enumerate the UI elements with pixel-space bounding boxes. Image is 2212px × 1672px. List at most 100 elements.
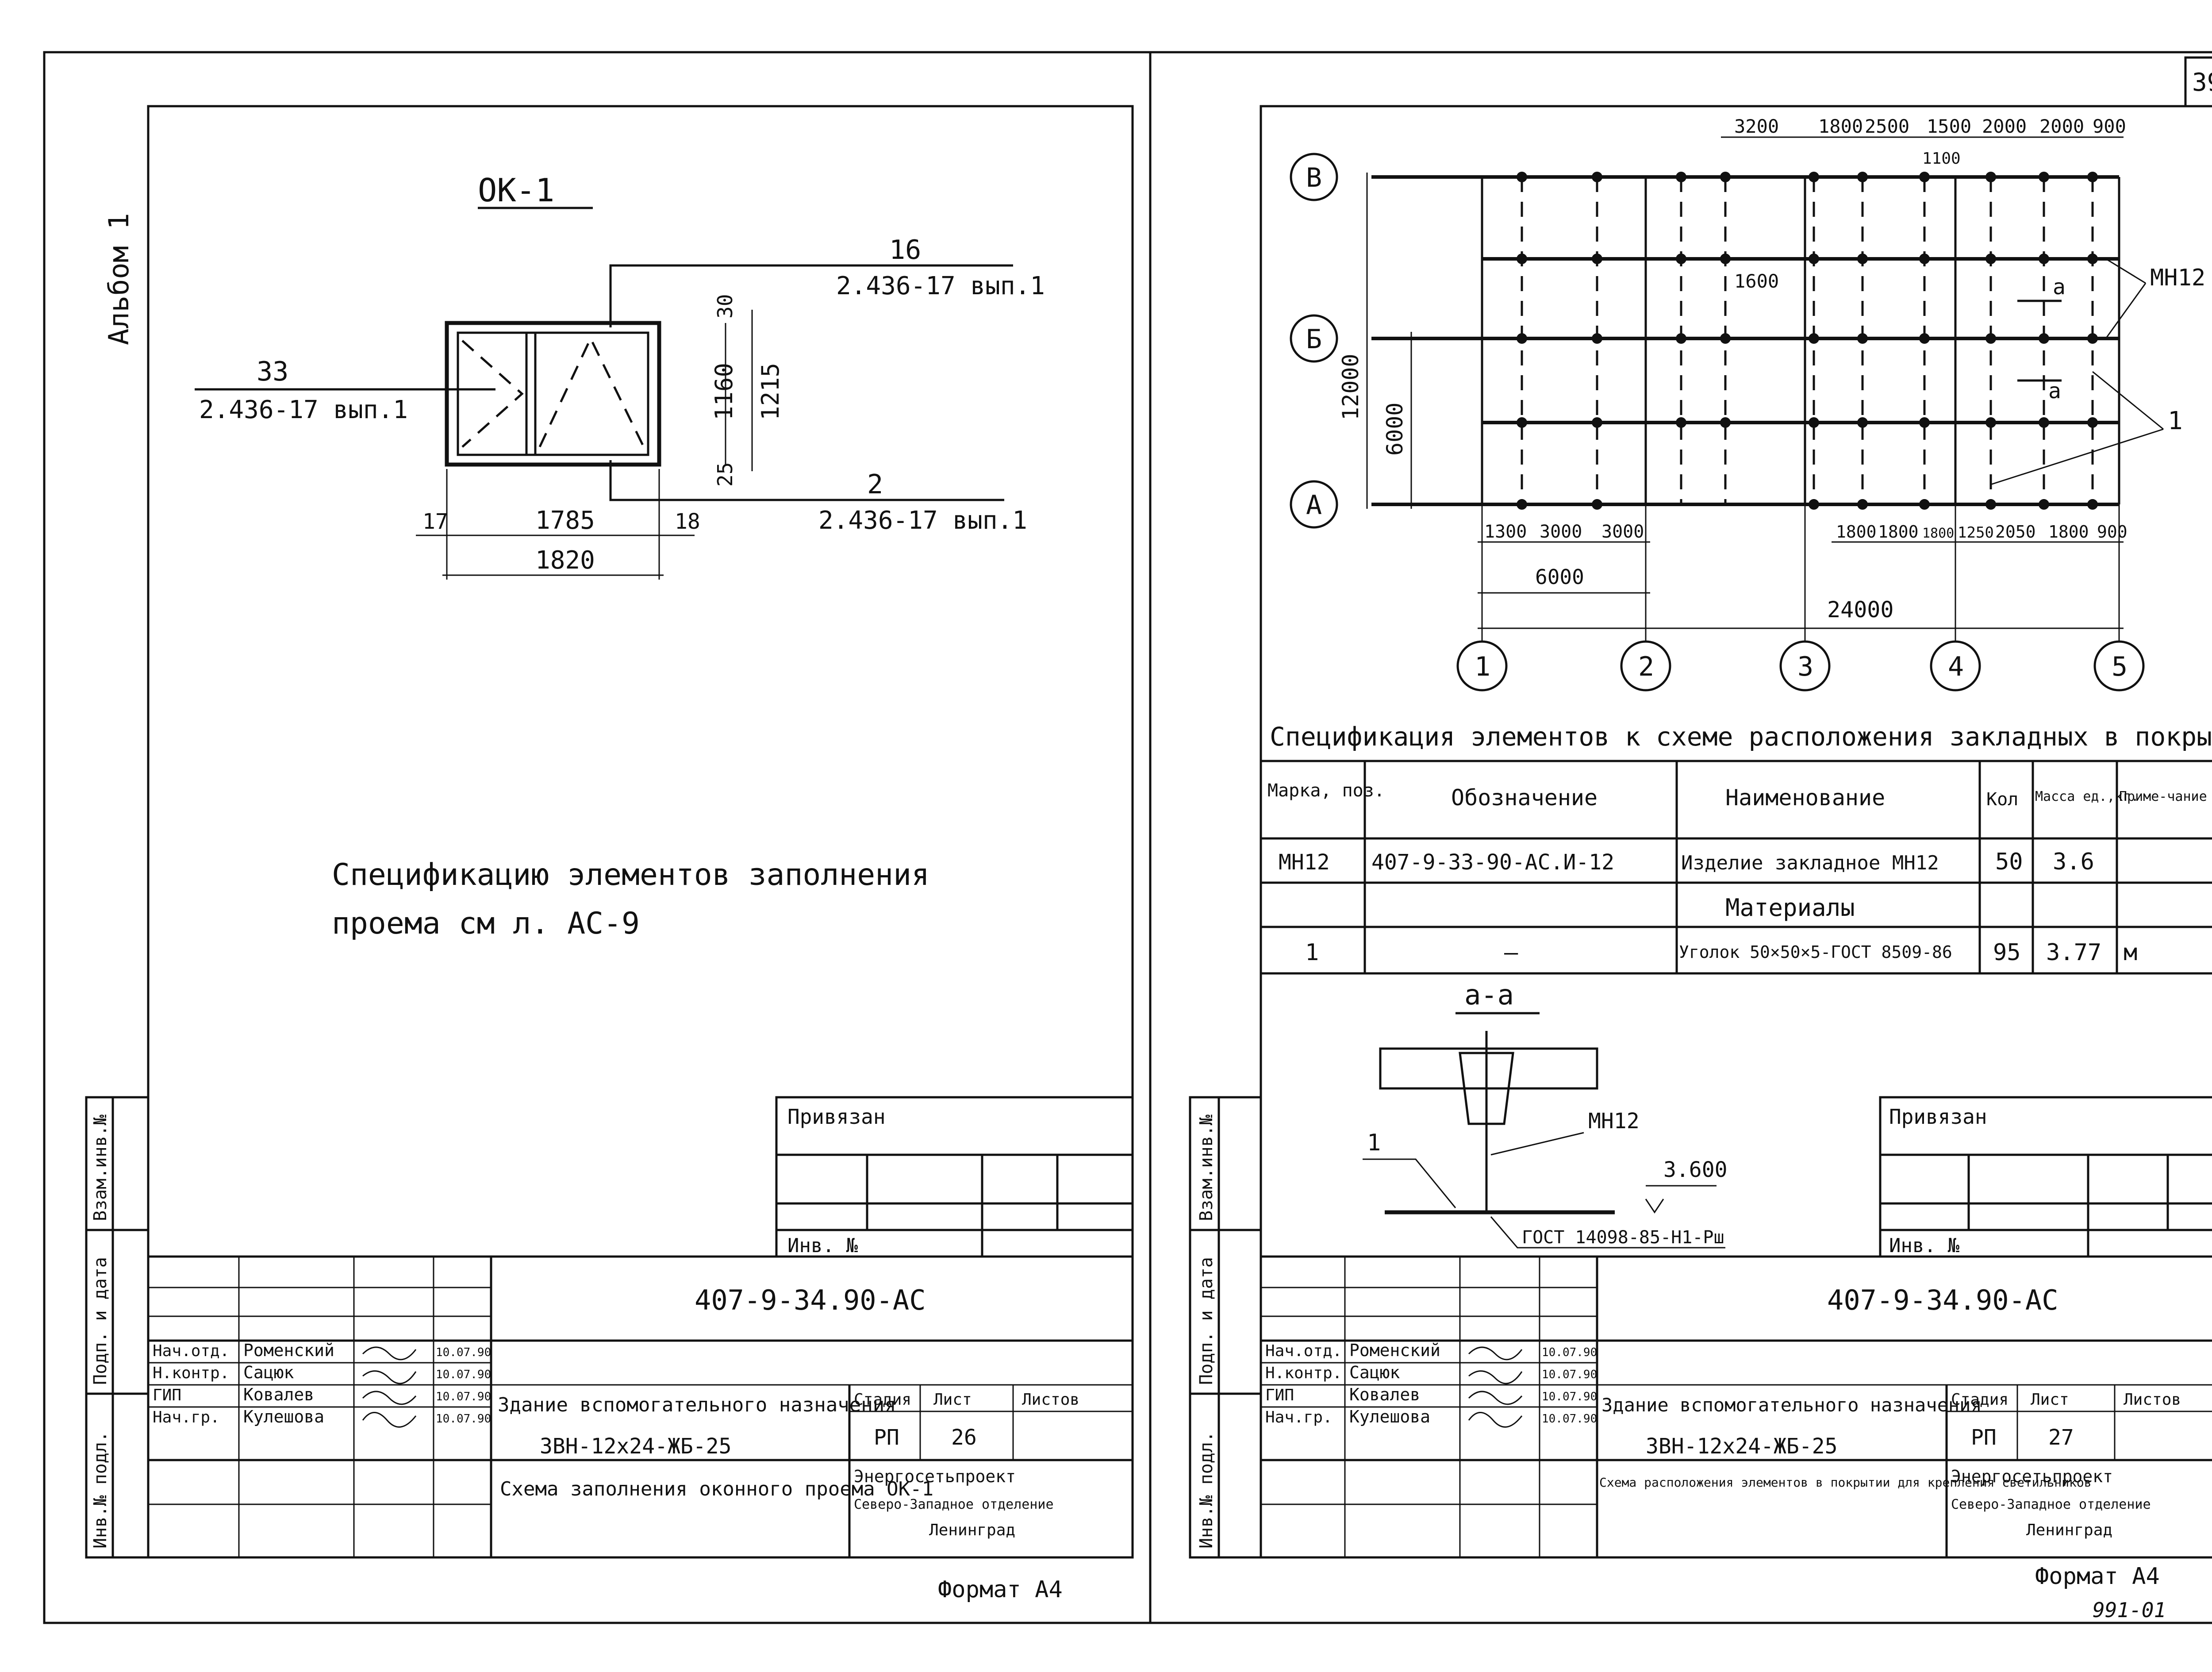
right-stage-label: Стадия <box>1951 1391 2008 1409</box>
note-line-2: проема см л. АС-9 <box>332 906 640 941</box>
right-inv-label: Инв. № <box>1889 1234 1959 1257</box>
dim-1160: 1160 <box>710 363 738 420</box>
section-mn12: МН12 <box>1588 1109 1640 1134</box>
spec-header-2: Обозначение <box>1451 785 1598 811</box>
callout-right-ref: 2.436-17 вып.1 <box>818 506 1027 535</box>
right-signature-4 <box>1468 1412 1523 1428</box>
mn12-leader-2 <box>2105 283 2147 339</box>
callout-top-ref: 2.436-17 вып.1 <box>836 272 1045 300</box>
callout-top-leader <box>609 264 1013 327</box>
axis-label-4: 4 <box>1948 651 1964 682</box>
bottom-dim-l1: 1300 <box>1484 522 1527 542</box>
left-name-1: Роменский <box>243 1341 334 1360</box>
right-building-title: Здание вспомогательного назначения <box>1601 1394 1982 1416</box>
dim-6000-bottom: 6000 <box>1535 565 1584 589</box>
dim-25: 25 <box>713 462 737 487</box>
right-building-code: ЗВН-12х24-ЖБ-25 <box>1646 1434 1837 1459</box>
inner-dim-1600: 1600 <box>1734 270 1779 292</box>
embedded-item-dots <box>1517 172 2098 510</box>
left-doc-code: 407-9-34.90-АС <box>695 1284 926 1316</box>
spec-cell-r3-c3: Уголок 50×50×5-ГОСТ 8509-86 <box>1679 942 1952 962</box>
right-org-1: Энергосетьпроект <box>1951 1467 2113 1486</box>
spec-title: Спецификация элементов к схеме расположе… <box>1270 722 2212 752</box>
left-side-label-2: Подп. и дата <box>90 1257 111 1385</box>
dim-12000: 12000 <box>1338 354 1363 420</box>
left-name-4: Кулешова <box>243 1407 324 1426</box>
left-date-4: 10.07.90 <box>436 1412 491 1426</box>
dim-1820: 1820 <box>535 546 595 575</box>
right-org-3: Ленинград <box>2026 1521 2112 1539</box>
axis-bubble-v <box>1290 153 1338 201</box>
axis-label-5: 5 <box>2112 651 2128 682</box>
left-stage: РП <box>874 1425 899 1450</box>
top-dim-1: 3200 <box>1734 115 1779 137</box>
spec-header-1: Марка, поз. <box>1267 780 1385 801</box>
right-signature-3 <box>1468 1391 1523 1405</box>
left-org-2: Северо-Западное отделение <box>854 1497 1054 1512</box>
right-stage: РП <box>1971 1425 1997 1450</box>
callout-right-num: 2 <box>867 469 883 500</box>
bottom-dim-r3: 1800 <box>1922 526 1954 541</box>
album-label: Альбом 1 <box>103 213 135 345</box>
left-org-1: Энергосетьпроект <box>854 1467 1016 1486</box>
dim-24000: 24000 <box>1827 597 1894 623</box>
bottom-dim-r4: 1250 <box>1958 524 1994 542</box>
bottom-dim-r2: 1800 <box>1878 522 1919 542</box>
right-tied-label: Привязан <box>1889 1105 1987 1129</box>
left-stage-label: Стадия <box>854 1391 911 1409</box>
right-sheet-label: Лист <box>2031 1391 2069 1409</box>
right-format: Формат А4 <box>2035 1563 2160 1590</box>
right-name-1: Роменский <box>1349 1341 1440 1360</box>
section-level-marker <box>1645 1199 1664 1214</box>
left-sheet-no: 26 <box>951 1425 977 1450</box>
axis-bubble-3 <box>1779 640 1831 692</box>
top-dim-2: 1800 <box>1818 115 1863 137</box>
window-mark-title: ОК-1 <box>478 172 554 209</box>
page-number: 39 <box>2192 68 2212 97</box>
bottom-dim-l2: 3000 <box>1540 522 1582 542</box>
top-dim-6: 2000 <box>2039 115 2084 137</box>
window-frame-outer <box>445 321 661 467</box>
axis-bubble-b <box>1290 314 1338 363</box>
section-mark-top: а <box>2053 275 2066 300</box>
section-embed-plate <box>1459 1052 1514 1125</box>
plan-mark-mn12: МН12 <box>2150 265 2205 291</box>
top-dim-4: 1500 <box>1927 115 1971 137</box>
right-sheet-no: 27 <box>2048 1425 2074 1450</box>
left-signature-3 <box>362 1391 417 1405</box>
right-role-3: ГИП <box>1265 1386 1294 1404</box>
left-signature-1 <box>362 1346 417 1361</box>
note-line-1: Спецификацию элементов заполнения <box>332 857 929 892</box>
right-sheets-label: Листов <box>2124 1391 2181 1409</box>
section-1-leader <box>1363 1158 1456 1208</box>
spec-header-5: Масса ед.,кг. <box>2035 789 2139 804</box>
left-sheets-label: Листов <box>1022 1391 1079 1409</box>
left-date-1: 10.07.90 <box>436 1346 491 1359</box>
left-name-2: Сацюк <box>243 1363 294 1382</box>
axis-bubble-a <box>1290 480 1338 529</box>
right-name-4: Кулешова <box>1349 1407 1430 1426</box>
axis-label-2: 2 <box>1638 651 1654 682</box>
mark-1-leader-2 <box>2092 371 2164 430</box>
spec-cell-r1-c5: 3.6 <box>2053 849 2094 875</box>
left-side-label-3: Инв.№ подл. <box>90 1431 111 1549</box>
bottom-dim-l3: 3000 <box>1601 522 1644 542</box>
spec-cell-r2-c3: Материалы <box>1725 894 1855 922</box>
axis-label-3: 3 <box>1797 651 1813 682</box>
right-signature-1 <box>1468 1346 1523 1361</box>
left-role-2: Н.контр. <box>153 1364 229 1382</box>
mark-1-leader-1 <box>1990 428 2164 485</box>
axis-bubble-1 <box>1456 640 1508 692</box>
right-date-2: 10.07.90 <box>1542 1368 1597 1381</box>
callout-right-leader <box>609 460 1004 501</box>
spec-cell-r3-c4: 95 <box>1993 939 2021 966</box>
section-mn12-leader <box>1490 1132 1584 1156</box>
right-signature-2 <box>1468 1370 1523 1384</box>
left-sheet-label: Лист <box>933 1391 972 1409</box>
bottom-dim-r1: 1800 <box>1836 522 1877 542</box>
spec-cell-r1-c1: МН12 <box>1279 850 1330 875</box>
bottom-dim-r6: 1800 <box>2048 522 2089 542</box>
mn12-leader-1 <box>2105 258 2146 284</box>
left-building-code: ЗВН-12х24-ЖБ-25 <box>540 1434 731 1459</box>
